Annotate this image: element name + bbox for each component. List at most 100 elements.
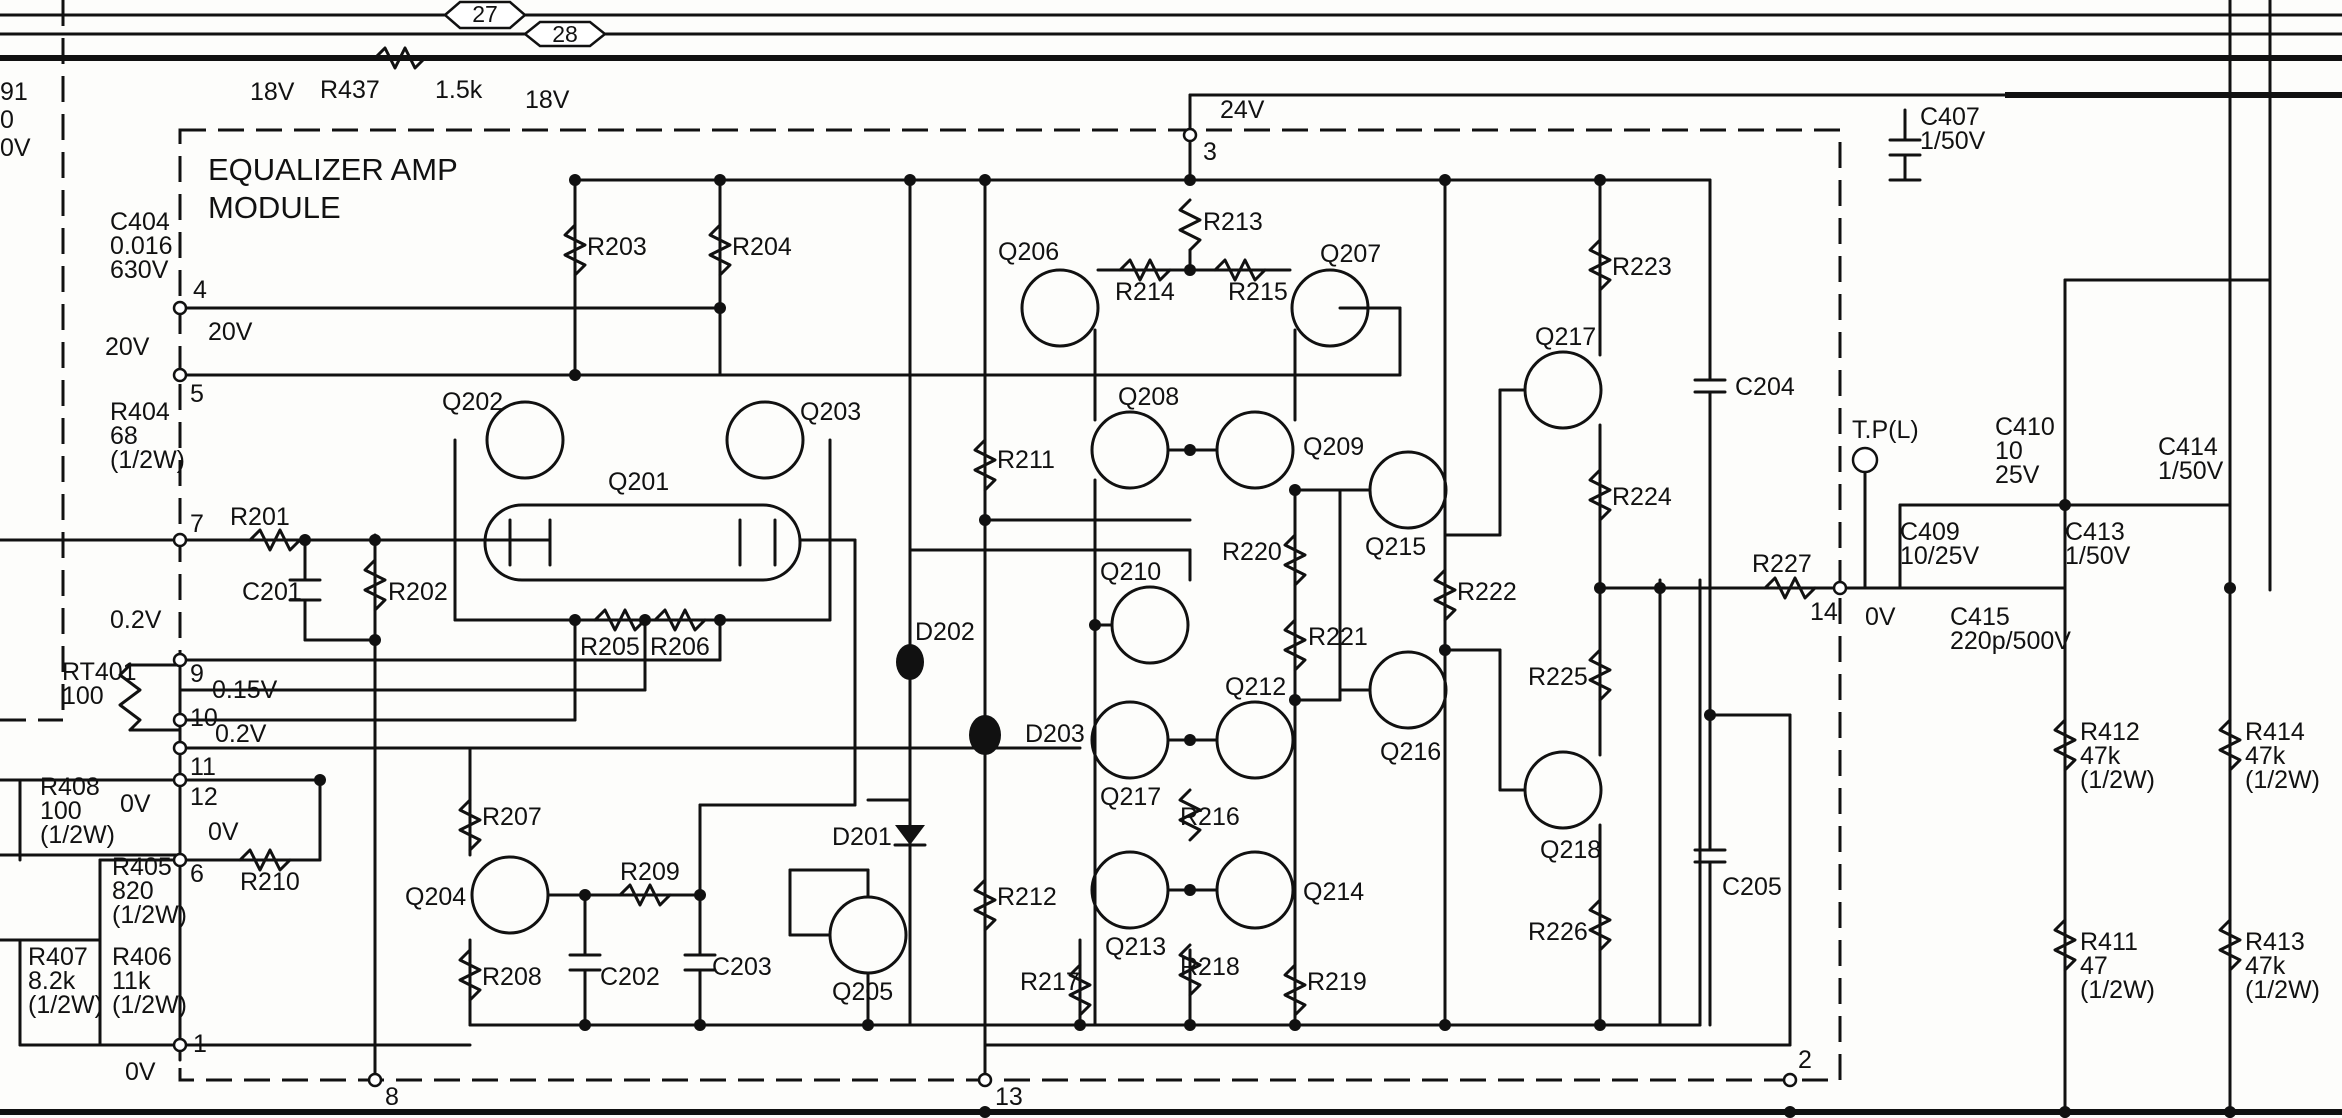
label-r405-line3: (1/2W) — [112, 901, 187, 929]
pin-label-10: 10 — [190, 704, 218, 732]
label-rt401: RT401 — [62, 658, 137, 686]
label-r412: R412 — [2080, 718, 2140, 746]
label-c415-line2: 220p/500V — [1950, 627, 2071, 655]
d203-branch — [969, 178, 1192, 1047]
q206-q207 — [1020, 198, 1370, 422]
pin-label-6: 6 — [190, 860, 204, 888]
pin-label-1: 1 — [193, 1030, 207, 1058]
pin-label-7: 7 — [190, 510, 204, 538]
label-r212: R212 — [997, 883, 1057, 911]
diode-stack — [788, 178, 1192, 1027]
label-q211: Q217 — [1100, 783, 1161, 811]
label-r408: R408 — [40, 773, 100, 801]
label-d202: D202 — [915, 618, 975, 646]
label-r414-line2: 47k — [2245, 742, 2286, 770]
edge-label-1: 91 — [0, 78, 28, 106]
pin-terminals — [172, 127, 1848, 1088]
label-r413-line2: 47k — [2245, 952, 2286, 980]
label-r210: R210 — [240, 868, 300, 896]
label-c414: C414 — [2158, 433, 2218, 461]
label-r411-line3: (1/2W) — [2080, 976, 2155, 1004]
label-20v-a: 20V — [208, 318, 253, 346]
label-r216: R216 — [1180, 803, 1240, 831]
label-015v: 0.15V — [212, 676, 278, 704]
rt401-network — [0, 618, 1082, 1047]
label-r215: R215 — [1228, 278, 1288, 306]
edge-label-3: 0V — [0, 134, 31, 162]
label-tp: T.P(L) — [1852, 416, 1919, 444]
label-r223: R223 — [1612, 253, 1672, 281]
q201-symbol — [483, 503, 802, 582]
bus-marker-27: 27 — [443, 0, 527, 30]
label-r406-line2: 11k — [112, 967, 151, 995]
label-c413-line2: 1/50V — [2065, 542, 2131, 570]
label-c407: C407 — [1920, 103, 1980, 131]
label-q210: Q210 — [1100, 558, 1161, 586]
label-r213: R213 — [1203, 208, 1263, 236]
label-r407-line2: 8.2k — [28, 967, 76, 995]
label-r209: R209 — [620, 858, 680, 886]
label-18v-right: 18V — [525, 86, 570, 114]
r437 — [373, 46, 427, 70]
label-r208: R208 — [482, 963, 542, 991]
label-r226: R226 — [1528, 918, 1588, 946]
label-q212: Q212 — [1225, 673, 1286, 701]
label-r414-line3: (1/2W) — [2245, 766, 2320, 794]
svg-text:28: 28 — [552, 21, 578, 47]
label-r412-line3: (1/2W) — [2080, 766, 2155, 794]
label-r407-line3: (1/2W) — [28, 991, 103, 1019]
label-r408-line2: 100 — [40, 797, 82, 825]
label-r408-line3: (1/2W) — [40, 821, 115, 849]
label-20v-b: 20V — [105, 333, 150, 361]
label-02v-b: 0.2V — [215, 720, 267, 748]
label-c414-line2: 1/50V — [2158, 457, 2224, 485]
label-r202: R202 — [388, 578, 448, 606]
label-r217: R217 — [1020, 968, 1080, 996]
label-r404-line3: (1/2W) — [110, 446, 185, 474]
label-r221: R221 — [1308, 623, 1368, 651]
label-r406: R406 — [112, 943, 172, 971]
label-c204: C204 — [1735, 373, 1795, 401]
label-r201: R201 — [230, 503, 290, 531]
label-r404: R404 — [110, 398, 170, 426]
label-0v-b: 0V — [208, 818, 239, 846]
label-r203: R203 — [587, 233, 647, 261]
label-r225: R225 — [1528, 663, 1588, 691]
label-r204: R204 — [732, 233, 792, 261]
label-c409: C409 — [1900, 518, 1960, 546]
label-c410-line2: 10 — [1995, 437, 2023, 465]
label-q214: Q214 — [1303, 878, 1364, 906]
label-q203: Q203 — [800, 398, 861, 426]
label-r207: R207 — [482, 803, 542, 831]
label-q217: Q217 — [1535, 323, 1596, 351]
label-q204: Q204 — [405, 883, 466, 911]
pin-label-5: 5 — [190, 380, 204, 408]
label-c404: C404 — [110, 208, 170, 236]
pin-label-3: 3 — [1203, 138, 1217, 166]
label-c203: C203 — [712, 953, 772, 981]
pin-label-4: 4 — [193, 276, 207, 304]
label-0v-d: 0V — [1865, 603, 1896, 631]
label-r411: R411 — [2080, 928, 2138, 956]
module-border — [178, 128, 1842, 1082]
label-18v-left: 18V — [250, 78, 295, 106]
edge-label-2: 0 — [0, 106, 14, 134]
labels: EQUALIZER AMP MODULE 18V R437 1.5k 18V 2… — [0, 76, 1896, 1111]
label-q218: Q218 — [1540, 836, 1601, 864]
label-q201: Q201 — [608, 468, 669, 496]
label-0v-a: 0V — [120, 790, 151, 818]
q202-symbol — [485, 400, 565, 480]
label-c404-line2: 0.016 — [110, 232, 173, 260]
label-0v-c: 0V — [125, 1058, 156, 1086]
label-c407-line2: 1/50V — [1920, 127, 1986, 155]
label-r406-line3: (1/2W) — [112, 991, 187, 1019]
label-c409-line2: 10/25V — [1900, 542, 1980, 570]
label-c201: C201 — [242, 578, 302, 606]
pin-label-11: 11 — [190, 753, 216, 781]
label-r206: R206 — [650, 633, 710, 661]
label-r224: R224 — [1612, 483, 1672, 511]
label-r405-line2: 820 — [112, 877, 154, 905]
label-q209: Q209 — [1303, 433, 1364, 461]
